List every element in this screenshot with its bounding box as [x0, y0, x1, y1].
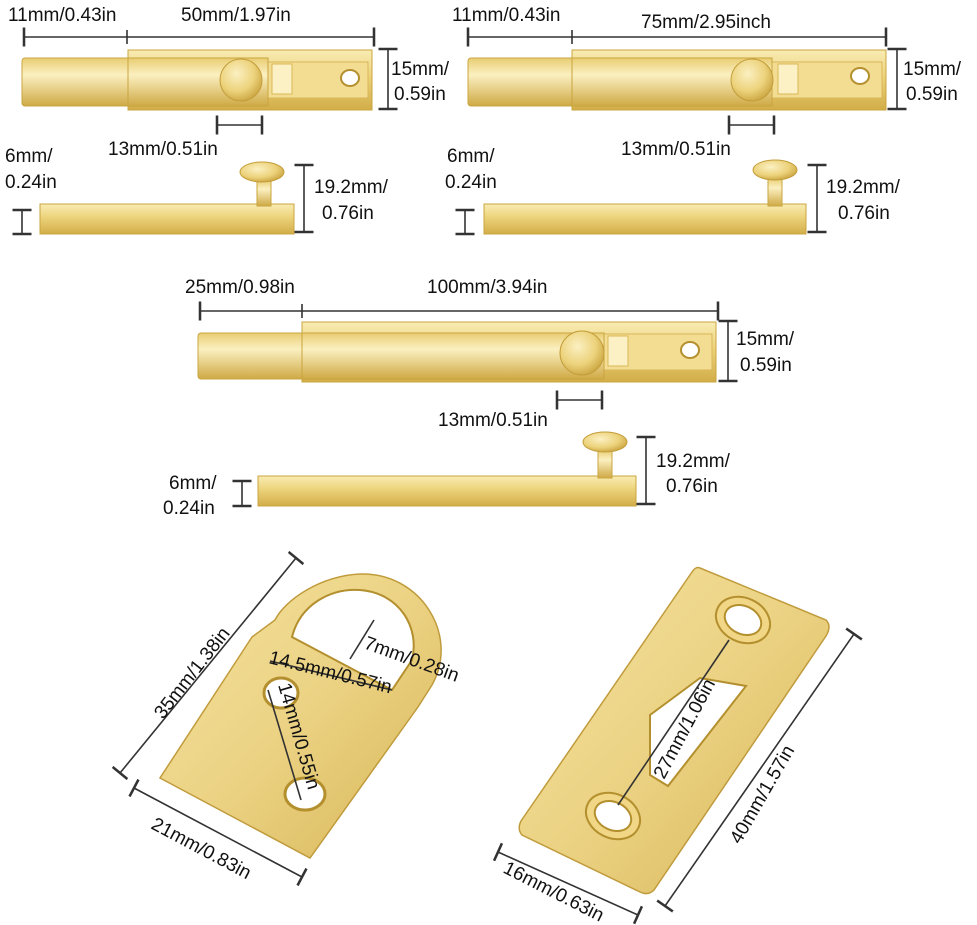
bolt-50mm-group: 11mm/0.43in 50mm/1.97in 15mm/ 0.59in 13m… [5, 5, 450, 236]
bolt-100mm-bolt-length-label: 25mm/0.98in [185, 277, 295, 298]
bolt-75mm-bolt-length-label: 11mm/0.43in [452, 5, 560, 26]
bolt-50mm-knob-label: 13mm/0.51in [108, 139, 218, 160]
bolt-50mm-thickness-label: 6mm/ [5, 146, 53, 167]
bolt-75mm-height-in-label: 0.76in [838, 203, 890, 224]
bolt-50mm-height-in-label: 0.76in [322, 203, 374, 224]
bolt-100mm-thickness-in-label: 0.24in [163, 498, 215, 519]
bolt-50mm-top-view [21, 49, 373, 111]
bolt-75mm-body-length-label: 75mm/2.95inch [641, 12, 771, 33]
bolt-50mm-width-label: 15mm/ [391, 59, 450, 80]
bolt-75mm-width-label: 15mm/ [903, 59, 962, 80]
bolt-100mm-thickness-label: 6mm/ [169, 473, 217, 494]
bolt-75mm-width-in-label: 0.59in [906, 84, 958, 105]
bolt-50mm-side-view [39, 161, 295, 235]
bolt-100mm-knob-label: 13mm/0.51in [438, 410, 548, 431]
bolt-75mm-knob-label: 13mm/0.51in [621, 139, 731, 160]
bolt-100mm-body-length-label: 100mm/3.94in [427, 277, 547, 298]
knob-icon [219, 58, 263, 102]
bolt-50mm-bolt-length-label: 11mm/0.43in [8, 5, 116, 26]
bolt-75mm-top-view [467, 49, 887, 111]
bolt-75mm-group: 11mm/0.43in 75mm/2.95inch 15mm/ 0.59in 1… [445, 5, 962, 236]
bolt-100mm-height-label: 19.2mm/ [656, 451, 731, 472]
bolt-100mm-width-label: 15mm/ [736, 329, 795, 350]
bolt-50mm-width-in-label: 0.59in [394, 84, 446, 105]
strike-plate-rect-group: 16mm/0.63in 40mm/1.57in 27mm/1.06in [492, 566, 863, 925]
bolt-75mm-thickness-in-label: 0.24in [445, 172, 497, 193]
knob-icon [730, 58, 774, 102]
bolt-50mm-height-label: 19.2mm/ [314, 177, 389, 198]
bolt-100mm-height-in-label: 0.76in [666, 476, 718, 497]
bolt-75mm-height-label: 19.2mm/ [826, 177, 901, 198]
bolt-100mm-width-in-label: 0.59in [740, 355, 792, 376]
bolt-100mm-group: 25mm/0.98in 100mm/3.94in 15mm/ 0.59in 13… [163, 277, 795, 519]
bolt-100mm-side-view [257, 431, 637, 507]
knob-icon [559, 330, 605, 376]
bolt-75mm-thickness-label: 6mm/ [447, 146, 495, 167]
bolt-75mm-side-view [483, 159, 807, 235]
bolt-100mm-top-view [197, 321, 717, 383]
bolt-50mm-body-length-label: 50mm/1.97in [181, 5, 291, 26]
bolt-50mm-thickness-in-label: 0.24in [5, 172, 57, 193]
strike-plate-round-group: 35mm/1.38in 21mm/0.83in 14.5mm/0.57in 7m… [111, 550, 462, 887]
